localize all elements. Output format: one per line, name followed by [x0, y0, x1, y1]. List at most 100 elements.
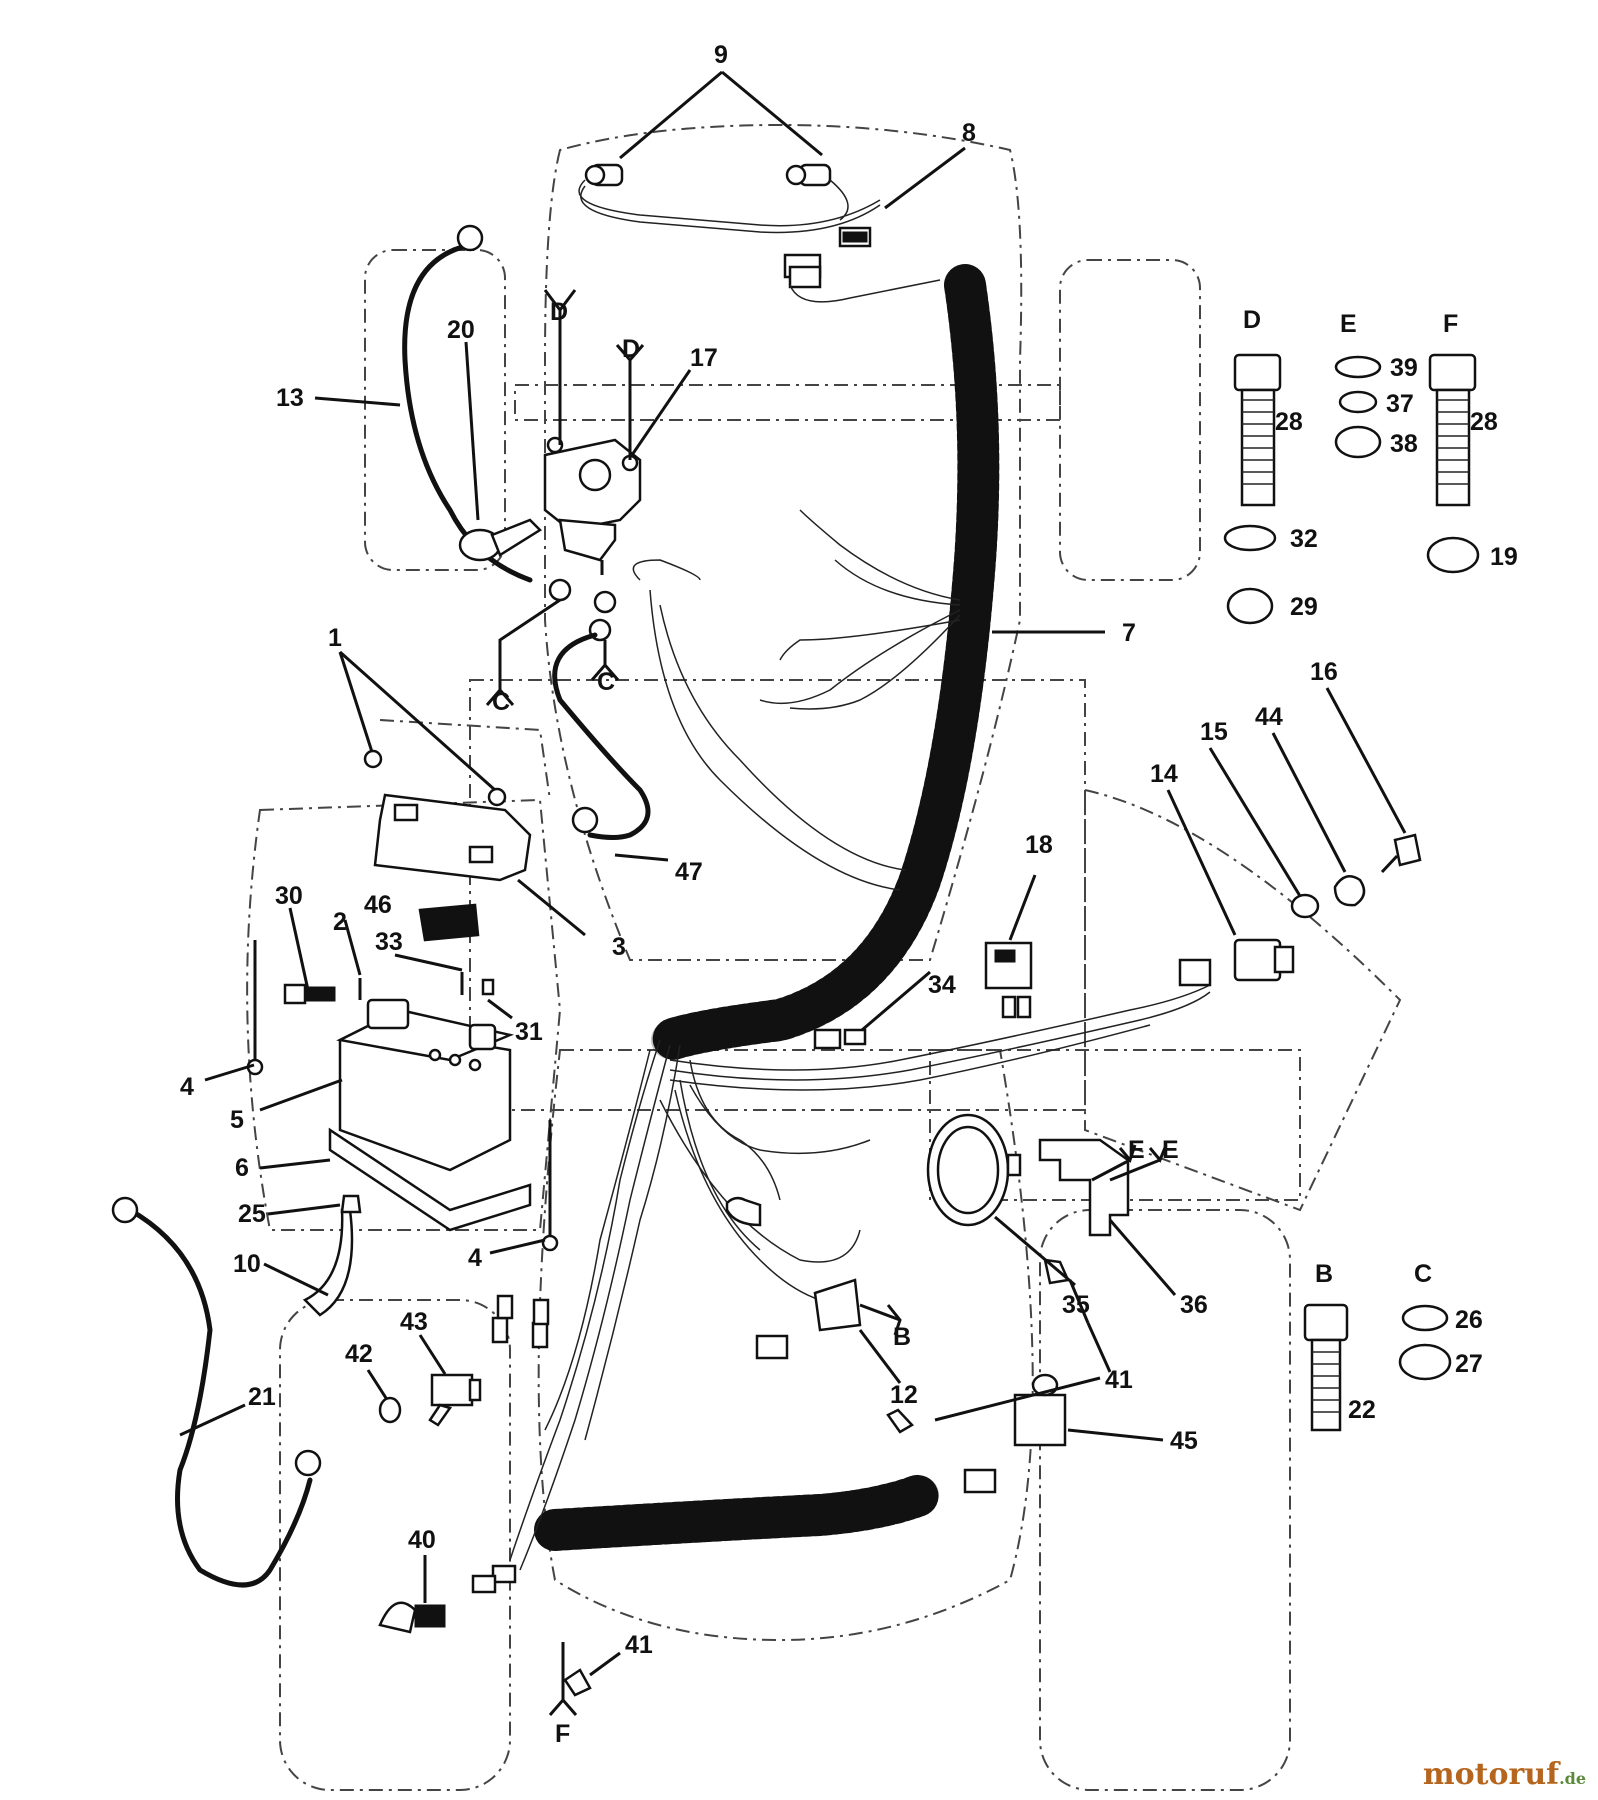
label-33: 33: [375, 928, 403, 956]
battery-hold-down: [373, 793, 532, 882]
label-35: 35: [1062, 1291, 1090, 1319]
label-36: 36: [1180, 1291, 1208, 1319]
label-43: 43: [400, 1308, 428, 1336]
meter-bracket: [1038, 1138, 1130, 1237]
label-47: 47: [675, 858, 703, 886]
label-40: 40: [408, 1526, 436, 1554]
washer-39: [1334, 355, 1382, 379]
label-29: 29: [1290, 593, 1318, 621]
watermark-main: motoruf: [1422, 1757, 1560, 1792]
label-18: 18: [1025, 831, 1053, 859]
ref-C-2: C: [597, 668, 615, 696]
label-38: 38: [1390, 430, 1418, 458]
ground-cable-21: [127, 1207, 313, 1588]
legend-header-E: E: [1340, 310, 1357, 338]
label-3: 3: [612, 933, 626, 961]
nut-38: [1334, 425, 1382, 459]
wing-nut: [363, 749, 507, 807]
label-9: 9: [714, 41, 728, 69]
label-4b: 4: [468, 1244, 482, 1272]
label-42: 42: [345, 1340, 373, 1368]
battery: [336, 998, 515, 1172]
light-switch: [428, 1373, 482, 1427]
nut-15: [1290, 893, 1320, 919]
label-32: 32: [1290, 525, 1318, 553]
label-28b: 28: [1470, 408, 1498, 436]
bolt-28-F: [1428, 353, 1477, 507]
star-washer-32: [1223, 524, 1277, 552]
label-46: 46: [364, 891, 392, 919]
headlight-left: [584, 163, 624, 187]
washer-26: [1401, 1304, 1449, 1332]
label-10: 10: [233, 1250, 261, 1278]
part-number-labels: 9 8 20 13 17 7 1 47 3 30 2 46 33 31 4 5 …: [180, 41, 1518, 1659]
ref-B-1: B: [893, 1323, 911, 1351]
label-26: 26: [1455, 1306, 1483, 1334]
key-16: [1393, 833, 1422, 867]
bolt-28-D: [1233, 353, 1282, 507]
label-14: 14: [1150, 760, 1178, 788]
label-12: 12: [890, 1381, 918, 1409]
label-5: 5: [230, 1106, 244, 1134]
ref-D-2: D: [622, 335, 640, 363]
label-44: 44: [1255, 703, 1283, 731]
ref-E-1: E: [1128, 1136, 1145, 1164]
leader-lines: [179, 70, 1407, 1677]
reference-letters: D D C C B E E F D E F B C: [492, 298, 1458, 1748]
terminal-boot: [458, 518, 542, 562]
ignition-switch: [1178, 938, 1295, 987]
label-41b: 41: [625, 1631, 653, 1659]
label-16: 16: [1310, 658, 1338, 686]
rear-harness-loom: [534, 1474, 941, 1551]
ref-D-1: D: [550, 298, 568, 326]
label-8: 8: [962, 119, 976, 147]
label-1: 1: [328, 624, 342, 652]
vent-tube: [302, 1208, 354, 1317]
connector-40: [378, 1601, 446, 1634]
label-28a: 28: [1275, 408, 1303, 436]
label-30: 30: [275, 882, 303, 910]
bolt-22-B: [1303, 1303, 1349, 1432]
label-41a: 41: [1105, 1366, 1133, 1394]
lockwasher-37: [1338, 390, 1378, 414]
label-21: 21: [248, 1383, 276, 1411]
hour-meter: [926, 1113, 1022, 1227]
main-harness-loom: [649, 264, 1000, 1061]
label-31: 31: [515, 1018, 543, 1046]
battery-tray: [328, 1127, 532, 1232]
label-22: 22: [1348, 1396, 1376, 1424]
label-39: 39: [1390, 354, 1418, 382]
headlight-right: [785, 163, 832, 187]
ref-C-1: C: [492, 688, 510, 716]
label-34: 34: [928, 971, 956, 999]
label-6: 6: [235, 1154, 249, 1182]
label-4a: 4: [180, 1073, 194, 1101]
seat-switch-12: [813, 1278, 862, 1332]
starter-solenoid: [543, 436, 642, 575]
bezel-44: [1333, 875, 1366, 907]
label-17: 17: [690, 344, 718, 372]
legend-header-C: C: [1414, 1260, 1432, 1288]
label-37: 37: [1386, 390, 1414, 418]
toggle-switch-18: [984, 941, 1033, 990]
headlight-harness-plug: [783, 226, 872, 289]
label-25: 25: [238, 1200, 266, 1228]
watermark-tld: .de: [1559, 1769, 1586, 1788]
battery-bolt: [283, 983, 336, 1005]
nut-27: [1398, 1343, 1452, 1381]
label-19: 19: [1490, 543, 1518, 571]
label-7: 7: [1122, 619, 1136, 647]
ref-F-1: F: [555, 1720, 570, 1748]
legend-header-B: B: [1315, 1260, 1333, 1288]
legend-header-F: F: [1443, 310, 1458, 338]
label-45: 45: [1170, 1427, 1198, 1455]
ref-E-2: E: [1162, 1136, 1179, 1164]
tractor-ghost-outline: [246, 123, 1402, 1791]
locknut-19: [1426, 536, 1480, 574]
label-20: 20: [447, 316, 475, 344]
battery-cable-47: [552, 632, 651, 840]
label-13: 13: [276, 384, 304, 412]
locknut-29: [1226, 587, 1274, 625]
terminal-cover: [418, 903, 480, 942]
